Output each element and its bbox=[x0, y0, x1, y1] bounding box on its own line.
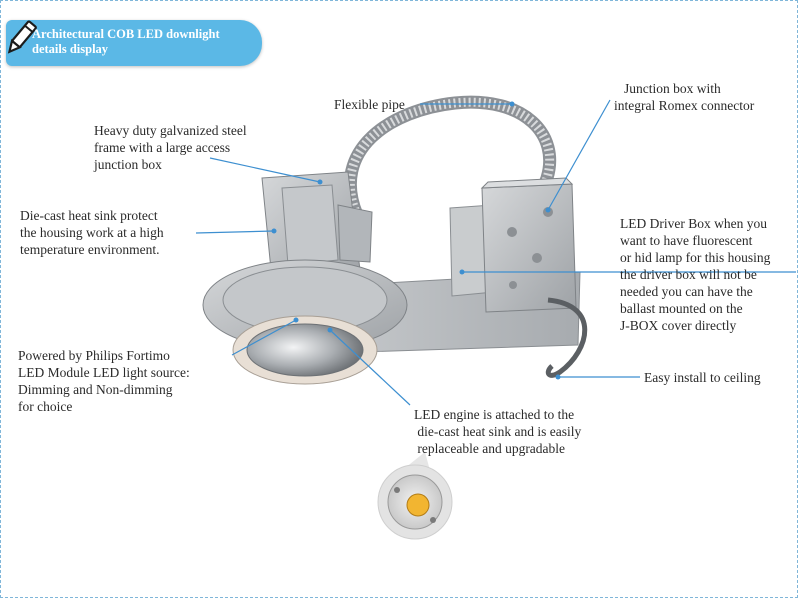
label-junction-box-line1: Junction box with bbox=[624, 81, 721, 96]
pencil-icon bbox=[7, 20, 37, 54]
label-philips-line4: for choice bbox=[18, 399, 73, 414]
label-philips-line1: Powered by Philips Fortimo bbox=[18, 348, 170, 363]
label-steel-frame-line1: Heavy duty galvanized steel bbox=[94, 123, 247, 138]
label-led-engine-line2: die-cast heat sink and is easily bbox=[414, 424, 582, 439]
label-steel-frame-line3: junction box bbox=[94, 157, 162, 172]
label-junction-box-line2: integral Romex connector bbox=[614, 98, 755, 113]
label-driver-box-line4: the driver box will not be bbox=[620, 267, 757, 282]
label-led-engine-line3: replaceable and upgradable bbox=[414, 441, 566, 456]
label-led-engine-line1: LED engine is attached to the bbox=[414, 407, 575, 422]
label-philips-line2: LED Module LED light source: bbox=[18, 365, 190, 380]
label-driver-box-line2: want to have fluorescent bbox=[620, 233, 753, 248]
label-driver-box-line1: LED Driver Box when you bbox=[620, 216, 767, 231]
title-badge bbox=[6, 20, 262, 66]
label-driver-box-line5: needed you can have the bbox=[620, 284, 753, 299]
page-title: Architectural COB LED downlight details … bbox=[32, 27, 258, 57]
label-driver-box-line3: or hid lamp for this housing bbox=[620, 250, 771, 265]
label-heat-sink-line2: the housing work at a high bbox=[20, 225, 164, 240]
label-steel-frame-line2: frame with a large access bbox=[94, 140, 231, 155]
label-heat-sink-line1: Die-cast heat sink protect bbox=[20, 208, 158, 223]
leader-lines bbox=[195, 99, 796, 406]
junction-box bbox=[481, 183, 577, 313]
label-driver-box-line6: ballast mounted on the bbox=[620, 301, 743, 316]
label-philips-line3: Dimming and Non-dimming bbox=[18, 382, 173, 397]
title-line-2: details display bbox=[32, 42, 109, 56]
install-strap bbox=[545, 297, 588, 378]
label-driver-box-line7: J-BOX cover directly bbox=[620, 318, 737, 333]
led-chip bbox=[406, 493, 430, 517]
label-install: Easy install to ceiling bbox=[644, 370, 761, 385]
label-flexible-pipe: Flexible pipe bbox=[334, 97, 405, 112]
reflector bbox=[246, 323, 364, 377]
label-heat-sink-line3: temperature environment. bbox=[20, 242, 160, 257]
title-line-1: Architectural COB LED downlight bbox=[32, 27, 220, 41]
